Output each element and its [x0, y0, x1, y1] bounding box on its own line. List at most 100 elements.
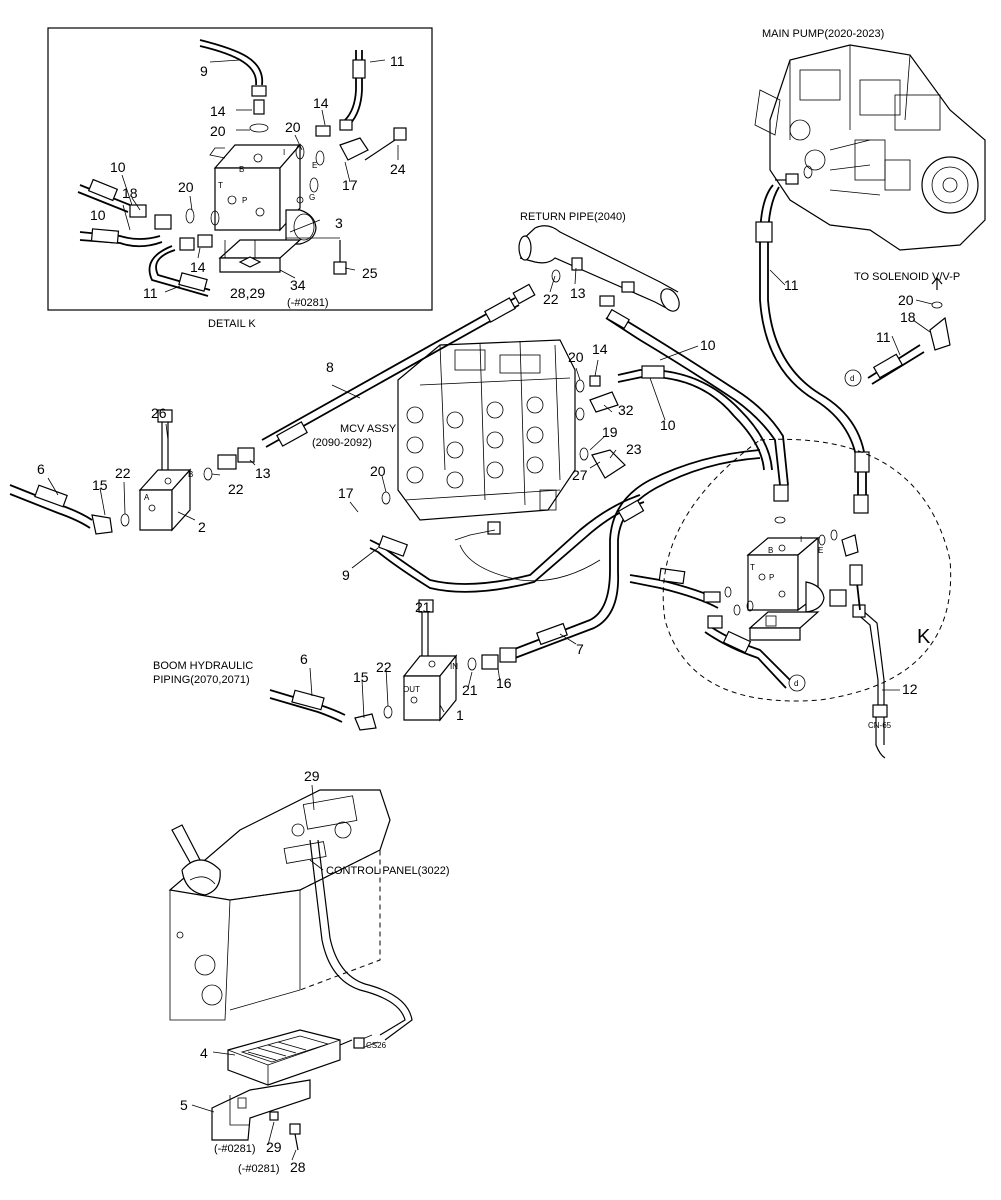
- detail-k-panel: [47, 27, 433, 311]
- callout-19: 19: [602, 424, 618, 440]
- callout-11-detail-top: 11: [390, 53, 405, 69]
- callout-10-detail-a: 10: [110, 159, 126, 175]
- callout-14-detail-b: 14: [313, 95, 329, 111]
- port-b-main: B: [768, 546, 773, 555]
- callout-6-bottom: 6: [300, 651, 308, 667]
- port-in-valve1: IN: [450, 662, 458, 671]
- port-p-detail: P: [242, 196, 247, 205]
- callout-17-detail: 17: [342, 177, 358, 193]
- port-out-valve1: OUT: [403, 685, 420, 694]
- callout-10-detail-b: 10: [90, 207, 106, 223]
- callout-4: 4: [200, 1045, 208, 1061]
- callout-5: 5: [180, 1097, 188, 1113]
- valve-2: [9, 409, 255, 535]
- callout-21-bottom: 21: [462, 682, 478, 698]
- control-console: [168, 789, 413, 1049]
- callout-22-left: 22: [115, 465, 131, 481]
- valve-1: [269, 599, 517, 731]
- port-e-main: E: [818, 546, 823, 555]
- port-b-detail: B: [239, 165, 244, 174]
- label-to-solenoid: TO SOLENOID V/V-P: [854, 271, 960, 283]
- callout-20-mcv: 20: [568, 349, 584, 365]
- callout-3: 3: [335, 215, 343, 231]
- callout-14-mcv: 14: [592, 341, 608, 357]
- callout-12: 12: [902, 681, 918, 697]
- callout-6-left: 6: [37, 461, 45, 477]
- callout-20-detail-c: 20: [178, 179, 194, 195]
- callout-7: 7: [576, 641, 584, 657]
- label-mcv-line1: MCV ASSY: [340, 423, 397, 435]
- leader-lines: [47, 267, 933, 1161]
- port-p-main: P: [769, 573, 774, 582]
- mcv-assembly: [381, 339, 626, 535]
- port-g-detail: G: [309, 193, 315, 202]
- callout-11-pump: 11: [784, 277, 799, 293]
- callout-22-valve2: 22: [228, 481, 244, 497]
- foot-pedal: [211, 1029, 353, 1151]
- k-valve-assembly: [662, 277, 952, 702]
- label-detail-k-note: (-#0281): [287, 297, 329, 309]
- callout-22-return: 22: [543, 291, 559, 307]
- port-b-valve2: B: [188, 470, 193, 479]
- callout-28-29: 28,29: [230, 285, 265, 301]
- callout-1: 1: [456, 707, 464, 723]
- hose-routing: [261, 283, 888, 759]
- callout-32: 32: [618, 402, 634, 418]
- callout-15-bottom: 15: [353, 669, 369, 685]
- return-pipe: [518, 225, 680, 312]
- callout-11-solenoid: 11: [876, 329, 891, 345]
- callout-18-detail: 18: [122, 185, 138, 201]
- marker-d-bottom: d: [794, 679, 798, 688]
- callout-8: 8: [326, 359, 334, 375]
- callout-10-lower: 10: [660, 417, 676, 433]
- part-number-callouts: 9 11 14 14 20 20 24 17 10 10 18 20 3 14 …: [37, 53, 918, 1175]
- callout-21-top: 21: [415, 599, 431, 615]
- hose-11-pump: [755, 184, 870, 514]
- callout-27: 27: [572, 467, 588, 483]
- callout-2: 2: [198, 519, 206, 535]
- callout-20-left-mcv: 20: [370, 463, 386, 479]
- callout-34: 34: [290, 277, 306, 293]
- label-k-marker: K: [917, 626, 931, 648]
- port-t-main: T: [750, 563, 755, 572]
- label-main-pump: MAIN PUMP(2020-2023): [762, 28, 884, 40]
- callout-25: 25: [362, 265, 378, 281]
- main-pump-illustration: [754, 44, 986, 251]
- callout-17-main: 17: [338, 485, 354, 501]
- label-boom-line2: PIPING(2070,2071): [153, 674, 250, 686]
- port-e-detail: E: [312, 161, 317, 170]
- callout-18-solenoid: 18: [900, 309, 916, 325]
- label-boom-line1: BOOM HYDRAULIC: [153, 660, 253, 672]
- callout-14-detail-c: 14: [190, 259, 206, 275]
- callout-20-detail-a: 20: [210, 123, 226, 139]
- callout-29-panel: 29: [304, 768, 320, 784]
- callout-11-detail-bottom: 11: [143, 285, 158, 301]
- port-t-detail: T: [218, 181, 223, 190]
- port-i-detail: I: [283, 148, 285, 157]
- callout-26: 26: [151, 405, 167, 421]
- label-cs26: CS26: [366, 1041, 387, 1050]
- marker-d-top: d: [850, 374, 854, 383]
- callout-24: 24: [390, 161, 406, 177]
- port-i-main: I: [800, 535, 802, 544]
- callout-28-pedal: 28: [290, 1159, 306, 1175]
- callout-29-pedal: 29: [266, 1139, 282, 1155]
- callout-13-return: 13: [570, 285, 586, 301]
- label-control-panel: CONTROL PANEL(3022): [326, 865, 449, 877]
- callout-15-left: 15: [92, 477, 108, 493]
- port-a-valve2: A: [144, 493, 150, 502]
- callout-16: 16: [496, 675, 512, 691]
- callout-10-upper: 10: [700, 337, 716, 353]
- label-cn65: CN-65: [868, 721, 892, 730]
- callout-9-main: 9: [342, 567, 350, 583]
- label-note-29: (-#0281): [214, 1143, 256, 1155]
- label-detail-k: DETAIL K: [208, 318, 256, 330]
- text-labels: MAIN PUMP(2020-2023) RETURN PIPE(2040) T…: [37, 28, 960, 1175]
- callout-14-detail-a: 14: [210, 103, 226, 119]
- callout-22-bottom: 22: [376, 659, 392, 675]
- callout-23: 23: [626, 441, 642, 457]
- label-mcv-line2: (2090-2092): [312, 437, 372, 449]
- callout-20-detail-b: 20: [285, 119, 301, 135]
- callout-20-solenoid: 20: [898, 292, 914, 308]
